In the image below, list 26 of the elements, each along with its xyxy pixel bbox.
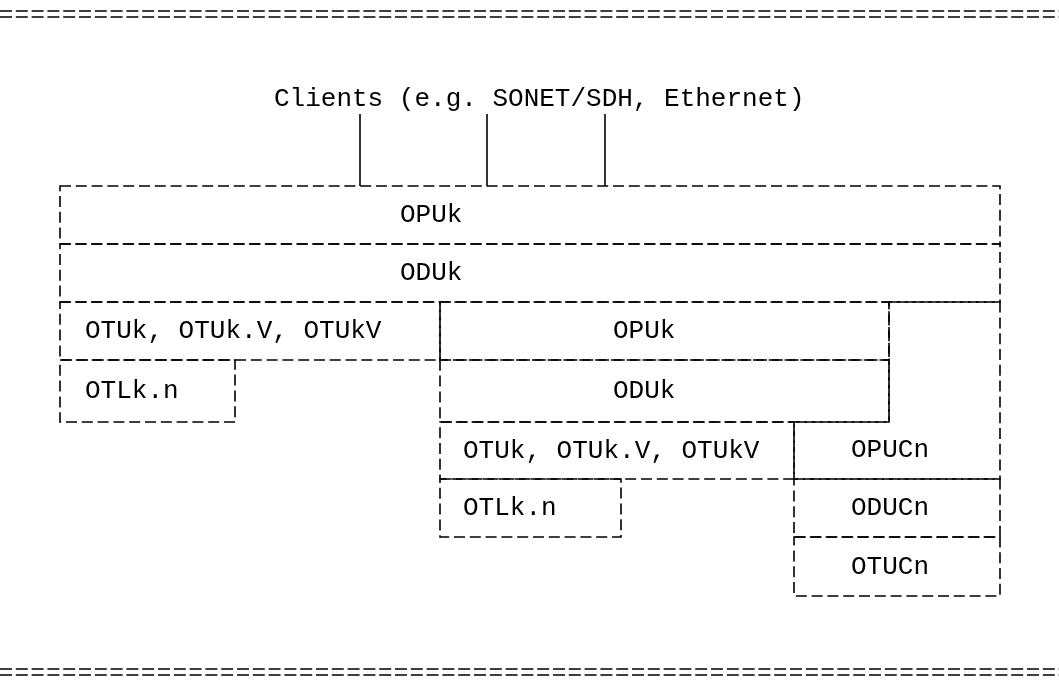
layer-box <box>794 537 1000 596</box>
layer-label: ODUk <box>400 258 463 288</box>
layer-label: ODUk <box>613 376 676 406</box>
layer-box <box>794 302 1000 479</box>
layer-box <box>60 186 1000 244</box>
layer-label: OPUk <box>400 200 463 230</box>
layer-label: OTLk.n <box>463 493 557 523</box>
layer-label: OPUCn <box>851 435 929 465</box>
layer-box <box>794 479 1000 537</box>
clients-heading: Clients (e.g. SONET/SDH, Ethernet) <box>274 84 805 114</box>
layer-box <box>440 422 794 479</box>
layer-box <box>440 479 621 537</box>
layer-box <box>60 302 440 360</box>
layer-box <box>60 244 1000 302</box>
layer-box <box>440 302 889 360</box>
layer-label: OTUCn <box>851 551 929 582</box>
connector-line <box>359 113 361 187</box>
connector-line <box>604 113 606 187</box>
layer-box <box>440 360 889 422</box>
layer-label: OPUk <box>613 316 676 346</box>
layer-label: OTUk, OTUk.V, OTUkV <box>463 435 760 466</box>
layer-box <box>60 360 235 422</box>
connector-line <box>486 113 488 187</box>
layer-label: OTUk, OTUk.V, OTUkV <box>85 316 382 346</box>
layer-label: ODUCn <box>851 493 929 523</box>
layer-label: OTLk.n <box>85 376 179 406</box>
